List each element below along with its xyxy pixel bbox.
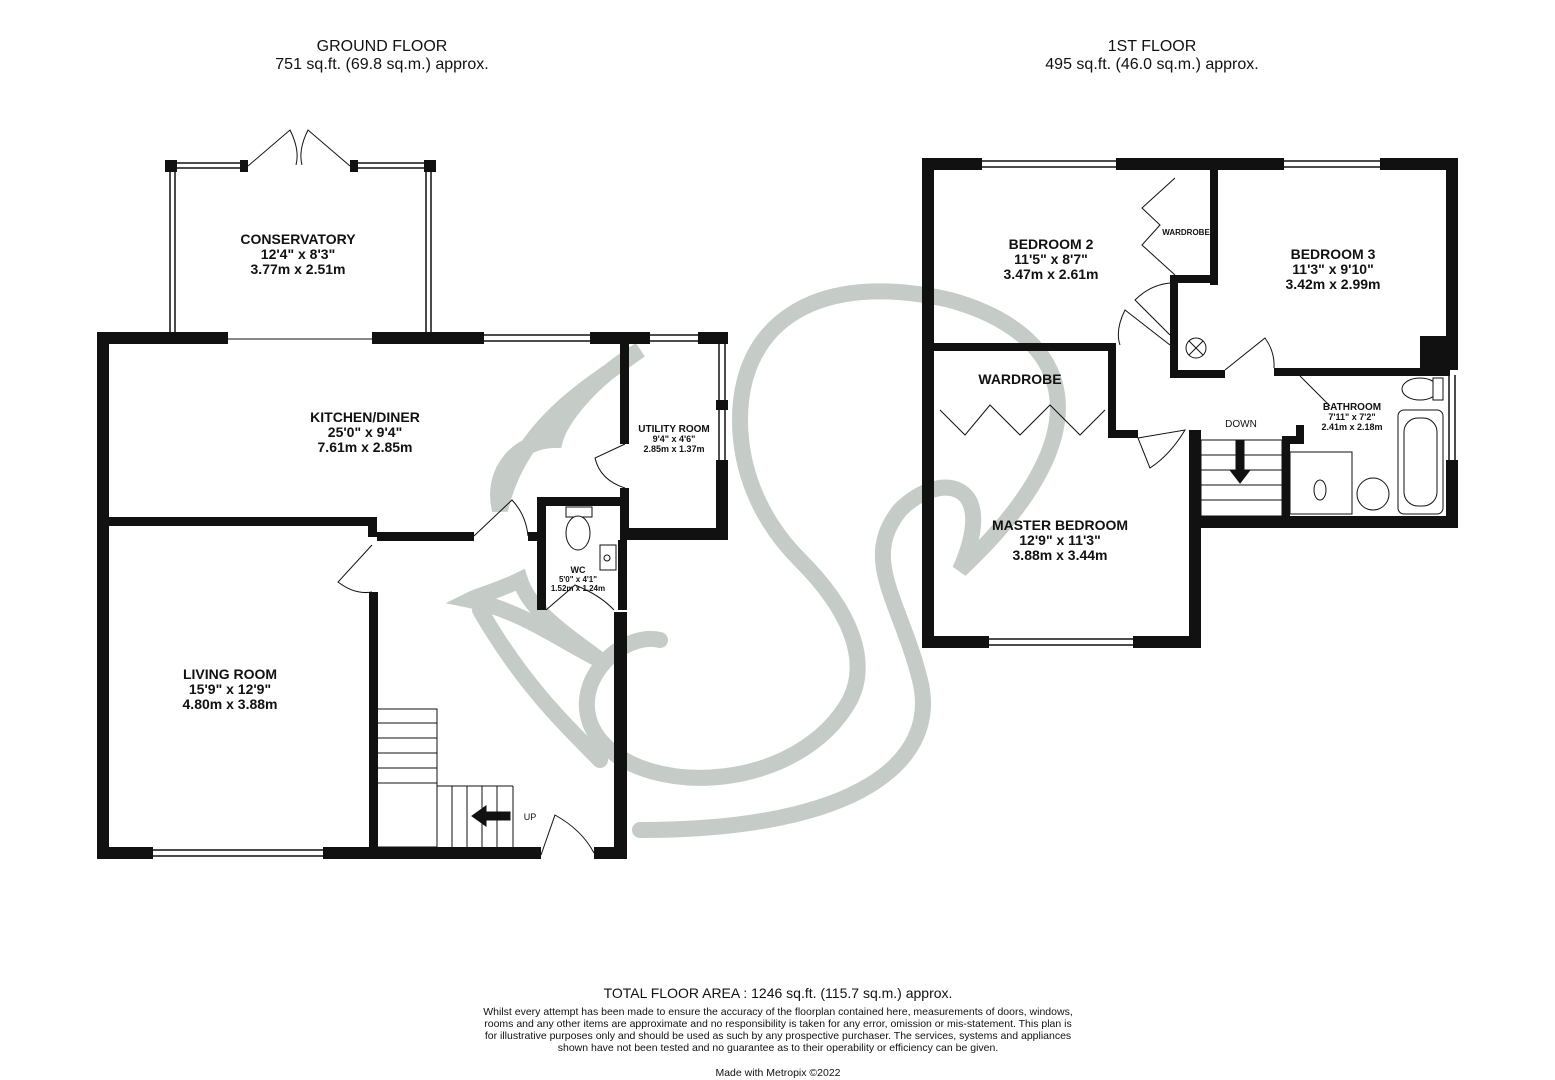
down-label: DOWN (1225, 419, 1257, 430)
bedroom3-metric: 3.42m x 2.99m (1286, 276, 1381, 292)
conservatory-walls (165, 129, 436, 340)
bedroom3-name: BEDROOM 3 (1291, 246, 1376, 262)
bathroom-metric: 2.41m x 2.18m (1321, 422, 1382, 432)
total-floor-area: TOTAL FLOOR AREA : 1246 sq.ft. (115.7 sq… (603, 985, 953, 1001)
first-floor-stairs (1200, 439, 1283, 517)
first-floor-doors (939, 177, 1331, 469)
first-floor-windows (982, 160, 1456, 646)
conservatory-imperial: 12'4" x 8'3" (261, 246, 335, 262)
ground-floor-doors (337, 443, 626, 856)
living-name: LIVING ROOM (183, 666, 277, 682)
kitchen-imperial: 25'0" x 9'4" (328, 424, 402, 440)
wardrobe-small-label: WARDROBE (1162, 228, 1210, 237)
ground-floor-windows (153, 334, 726, 857)
bedroom2-metric: 3.47m x 2.61m (1004, 266, 1099, 282)
master-metric: 3.88m x 3.44m (1013, 547, 1108, 563)
living-label: LIVING ROOM 15'9" x 12'9" 4.80m x 3.88m (183, 666, 278, 712)
credit-text: Made with Metropix ©2022 (715, 1067, 841, 1079)
conservatory-name: CONSERVATORY (240, 231, 356, 247)
kitchen-label: KITCHEN/DINER 25'0" x 9'4" 7.61m x 2.85m (310, 409, 420, 455)
utility-imperial: 9'4" x 4'6" (653, 434, 696, 444)
first-floor-plan (922, 158, 1458, 648)
wardrobe-large-label: WARDROBE (978, 371, 1061, 387)
ground-floor-walls (97, 332, 728, 859)
kitchen-name: KITCHEN/DINER (310, 409, 420, 425)
wc-imperial: 5'0" x 4'1" (559, 575, 597, 584)
ground-floor-area: 751 sq.ft. (69.8 sq.m.) approx. (275, 56, 489, 73)
master-imperial: 12'9" x 11'3" (1019, 532, 1100, 548)
bedroom2-label: BEDROOM 2 11'5" x 8'7" 3.47m x 2.61m (1004, 236, 1099, 282)
utility-label: UTILITY ROOM 9'4" x 4'6" 2.85m x 1.37m (638, 424, 709, 454)
bedroom2-imperial: 11'5" x 8'7" (1014, 251, 1088, 267)
kitchen-metric: 7.61m x 2.85m (318, 439, 413, 455)
wc-fixtures (565, 506, 617, 571)
bathroom-name: BATHROOM (1323, 402, 1381, 413)
ground-floor-stairs (375, 708, 514, 848)
wc-label: WC 5'0" x 4'1" 1.52m x 1.24m (551, 565, 605, 593)
conservatory-metric: 3.77m x 2.51m (251, 261, 346, 277)
master-name: MASTER BEDROOM (992, 517, 1128, 533)
first-floor-area: 495 sq.ft. (46.0 sq.m.) approx. (1045, 56, 1259, 73)
first-floor-title: 1ST FLOOR (1107, 38, 1197, 55)
disclaimer-text: Whilst every attempt has been made to en… (483, 1006, 1073, 1054)
bedroom3-label: BEDROOM 3 11'3" x 9'10" 3.42m x 2.99m (1286, 246, 1381, 292)
utility-name: UTILITY ROOM (638, 424, 709, 435)
ground-floor-heading: GROUND FLOOR 751 sq.ft. (69.8 sq.m.) app… (232, 38, 532, 74)
bedroom3-imperial: 11'3" x 9'10" (1292, 261, 1373, 277)
first-floor-heading: 1ST FLOOR 495 sq.ft. (46.0 sq.m.) approx… (1002, 38, 1302, 74)
first-floor-walls (922, 158, 1458, 648)
conservatory-label: CONSERVATORY 12'4" x 8'3" 3.77m x 2.51m (240, 231, 356, 277)
ground-floor-plan (97, 129, 728, 859)
bathroom-label: BATHROOM 7'11" x 7'2" 2.41m x 2.18m (1321, 402, 1382, 432)
utility-metric: 2.85m x 1.37m (643, 444, 704, 454)
bathroom-imperial: 7'11" x 7'2" (1328, 412, 1375, 422)
wc-metric: 1.52m x 1.24m (551, 584, 605, 593)
watermark-logo (445, 283, 1066, 838)
ground-floor-title: GROUND FLOOR (316, 38, 448, 55)
master-label: MASTER BEDROOM 12'9" x 11'3" 3.88m x 3.4… (992, 517, 1128, 563)
living-imperial: 15'9" x 12'9" (189, 681, 271, 697)
living-metric: 4.80m x 3.88m (183, 696, 278, 712)
up-label: UP (524, 812, 537, 822)
wc-name: WC (571, 565, 586, 575)
bedroom2-name: BEDROOM 2 (1009, 236, 1094, 252)
bathroom-fixtures (1185, 337, 1444, 515)
